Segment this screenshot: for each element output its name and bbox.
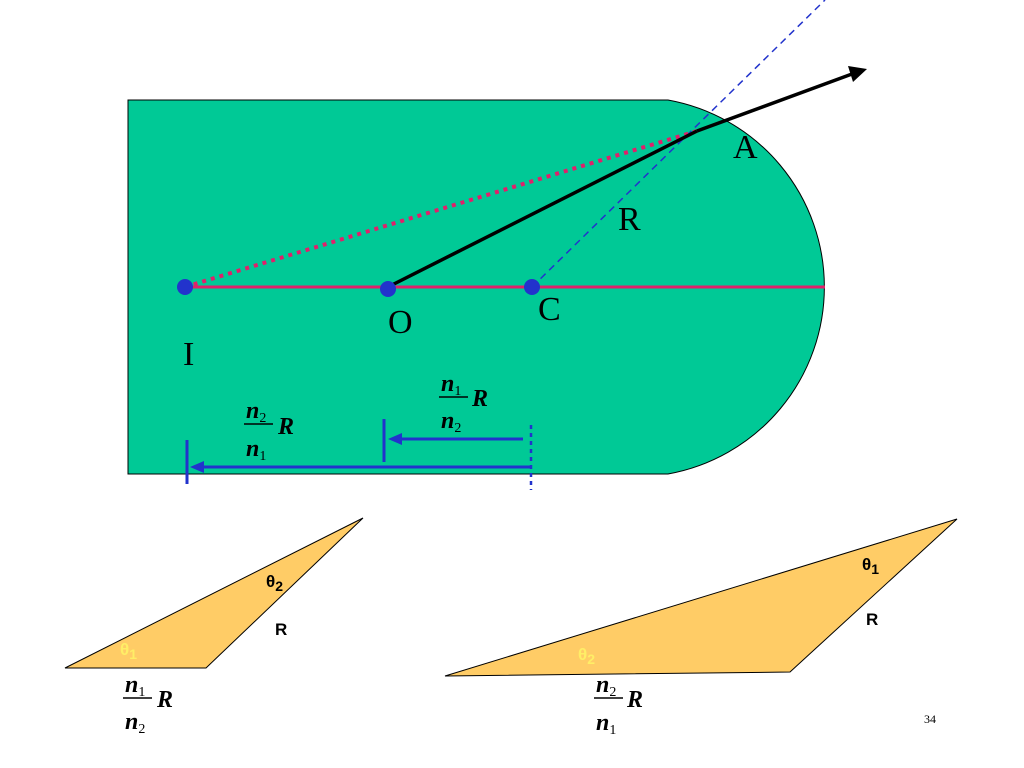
label-O: O [388,304,413,341]
point-I [177,279,193,295]
fraction-n1-over-n2-top: n1 n2 R [439,371,488,436]
svg-text:R: R [277,414,294,440]
fraction-n1-over-n2-bottom: n1 n2 R [123,672,173,737]
right-triangle-theta-bottom: θ2 [578,645,595,667]
o-distance-arrowhead [388,433,402,445]
svg-text:R: R [471,386,488,412]
left-triangle-theta-bottom: θ1 [120,640,137,662]
svg-text:n2: n2 [596,672,616,700]
i-distance-arrowhead [190,461,204,473]
normal-dashed-line [531,0,826,288]
fraction-n2-over-n1-top: n2 n1 R [244,398,294,464]
right-triangle-side-R: R [866,610,878,629]
incident-ray [387,129,698,289]
svg-text:n1: n1 [125,672,145,700]
label-R: R [618,201,641,238]
ray-arrowhead [848,66,867,82]
point-O [380,281,396,297]
point-C [524,279,540,295]
svg-text:n1: n1 [596,710,616,738]
left-triangle [64,517,364,669]
svg-text:n1: n1 [441,371,461,399]
left-triangle-theta-top: θ2 [266,572,283,594]
svg-text:n1: n1 [246,436,266,464]
right-triangle [444,518,958,677]
page-number: 34 [924,712,936,726]
svg-text:n2: n2 [441,408,461,436]
left-triangle-side-R: R [275,620,287,639]
svg-text:R: R [626,687,643,713]
svg-text:R: R [156,687,173,713]
fraction-n2-over-n1-bottom: n2 n1 R [594,672,643,738]
label-C: C [538,291,561,328]
label-A: A [733,129,758,166]
refracted-ray [696,72,853,133]
label-I: I [183,336,194,373]
svg-text:n2: n2 [125,709,145,737]
right-triangle-theta-top: θ1 [862,555,879,577]
svg-text:n2: n2 [246,398,266,426]
